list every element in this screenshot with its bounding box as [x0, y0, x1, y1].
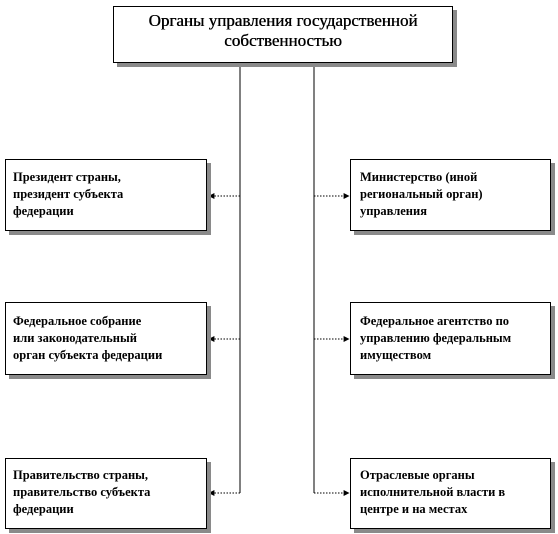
node-agency: Федеральное агентство по управлению феде…: [350, 302, 551, 375]
node-assembly: Федеральное собрание или законодательный…: [5, 302, 207, 375]
node-president-label: Президент страны, президент субъекта фед…: [13, 170, 124, 218]
node-president: Президент страны, президент субъекта фед…: [5, 159, 207, 231]
node-ministry: Министерство (иной региональный орган) у…: [350, 159, 551, 231]
node-sector: Отраслевые органы исполнительной власти …: [350, 458, 551, 529]
node-assembly-label: Федеральное собрание или законодательный…: [13, 314, 163, 362]
root-node-label: Органы управления государственной собств…: [148, 11, 418, 50]
node-sector-label: Отраслевые органы исполнительной власти …: [360, 468, 506, 516]
node-ministry-label: Министерство (иной региональный орган) у…: [360, 170, 483, 218]
node-agency-label: Федеральное агентство по управлению феде…: [360, 314, 512, 362]
node-government-label: Правительство страны, правительство субъ…: [13, 468, 151, 516]
node-government: Правительство страны, правительство субъ…: [5, 458, 207, 529]
root-node: Органы управления государственной собств…: [113, 6, 453, 63]
